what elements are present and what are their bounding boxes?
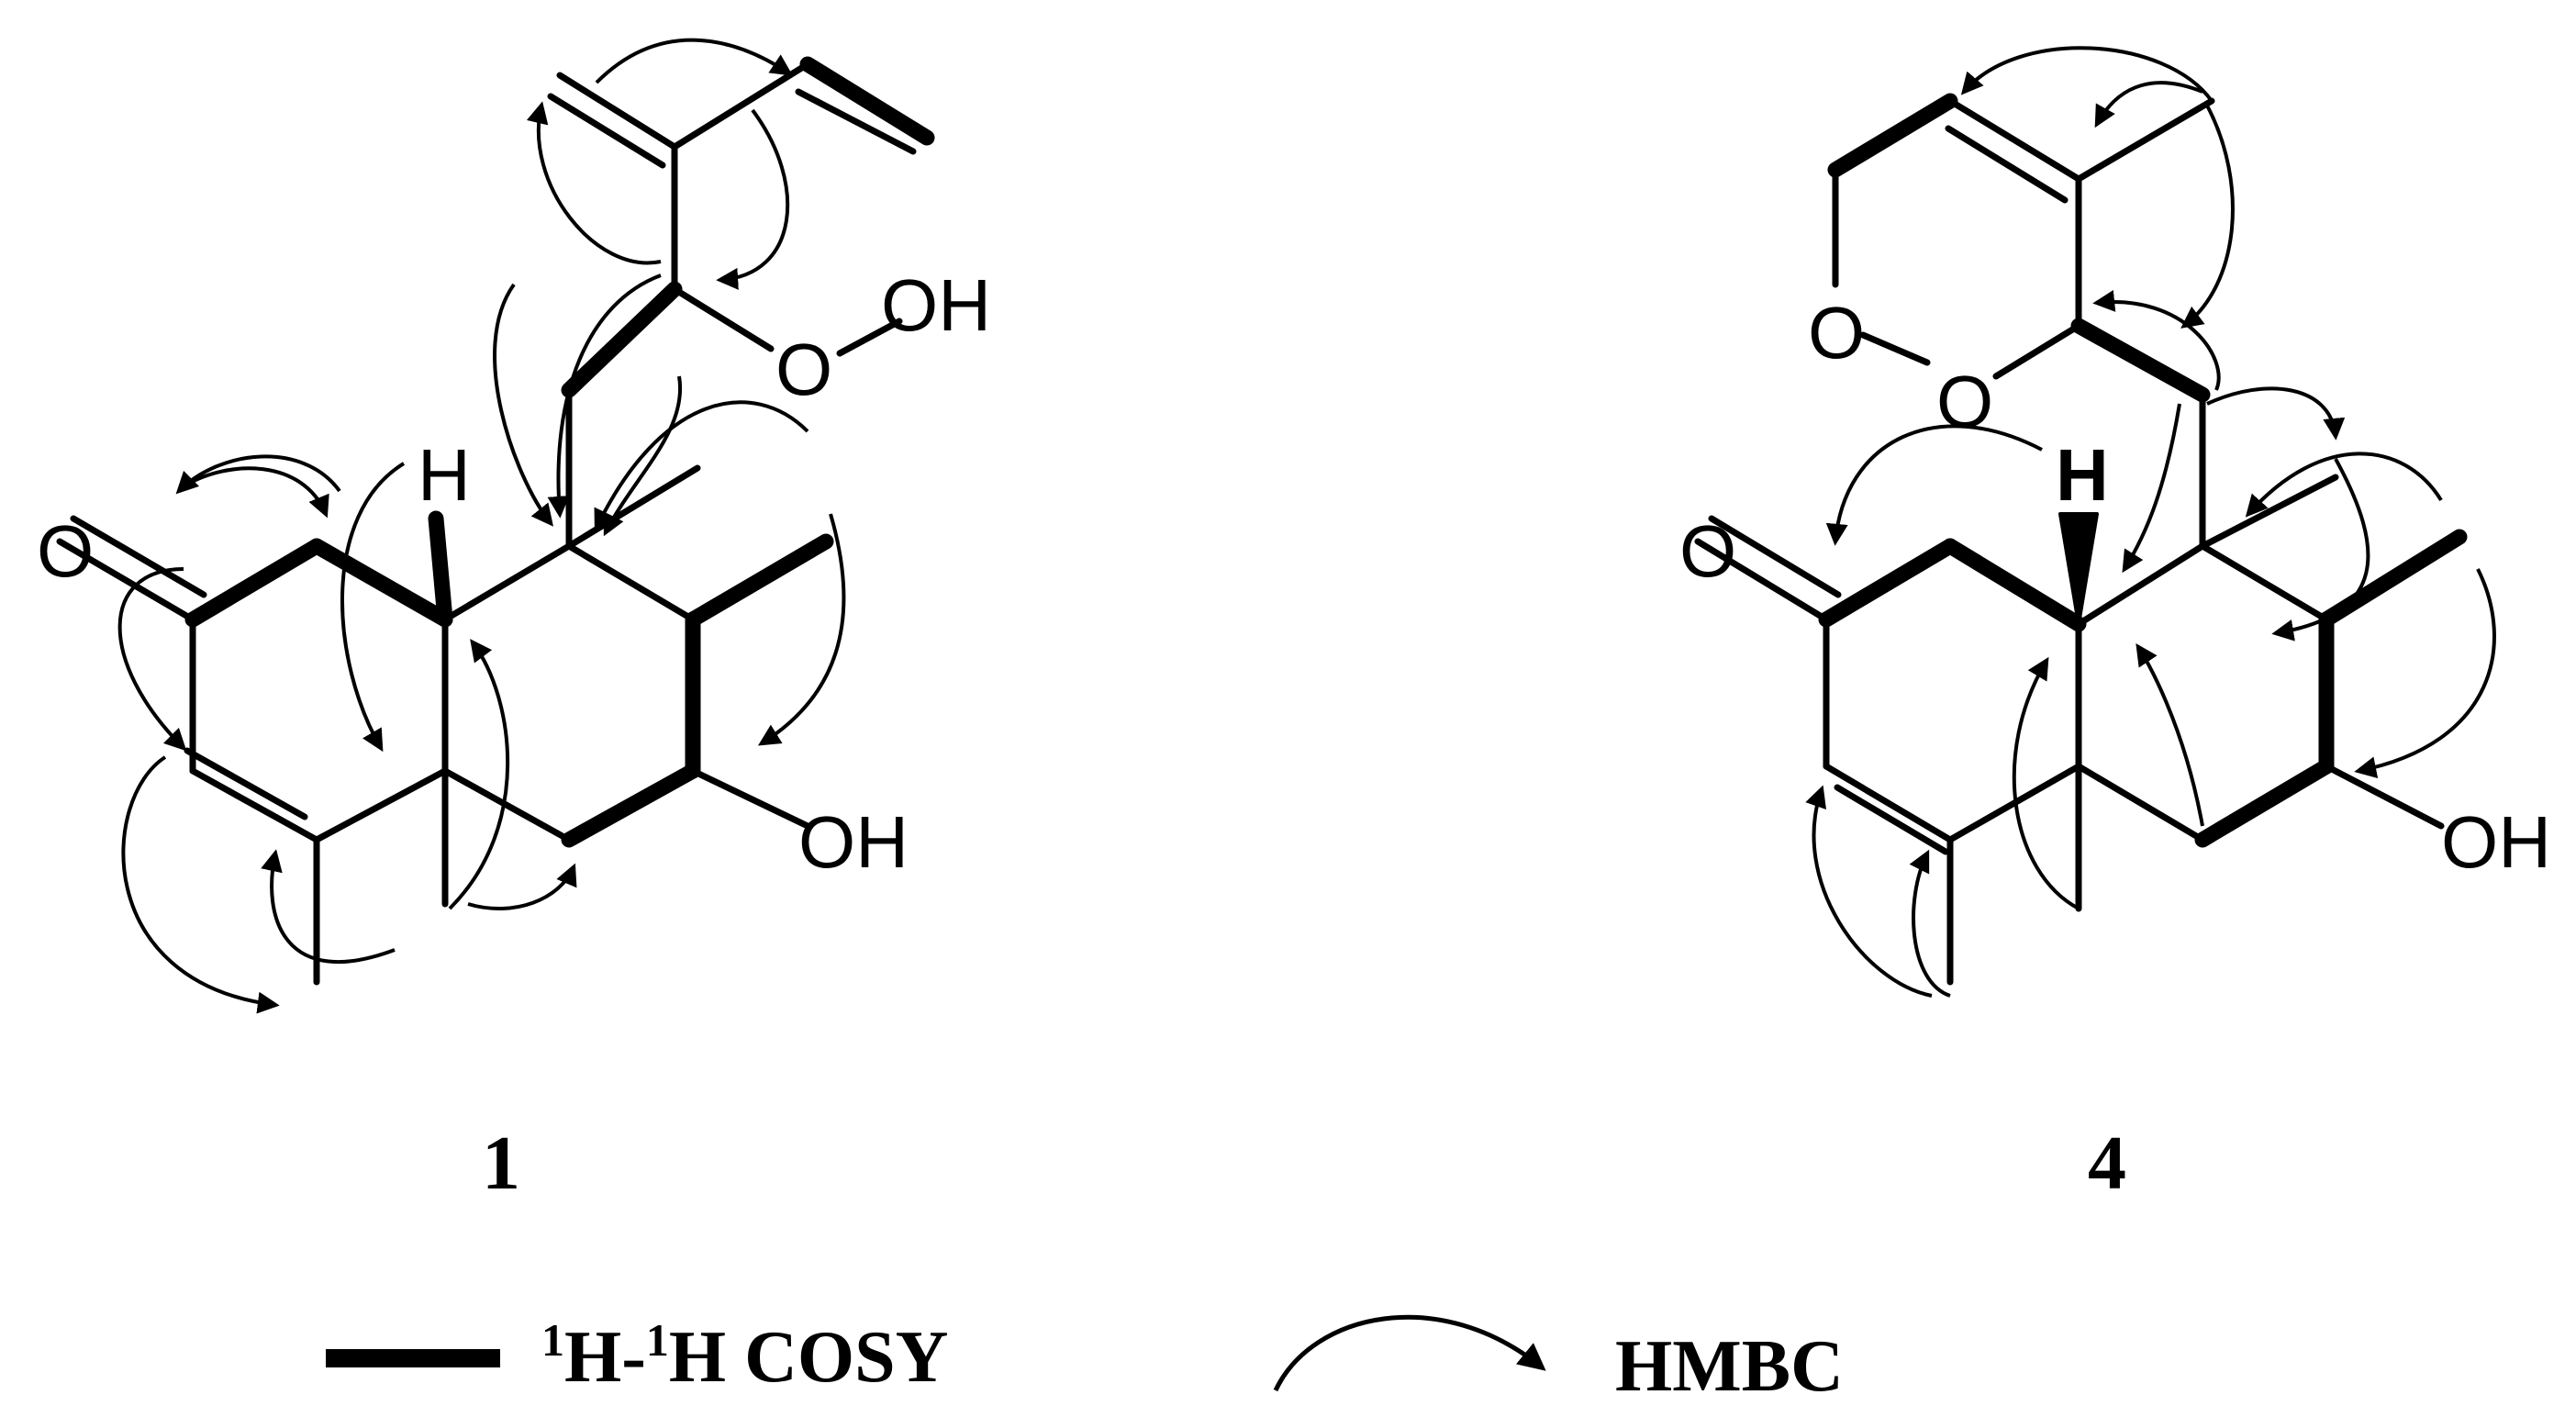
compound-4-hydroxyl: OH: [2441, 801, 2551, 883]
compound-4-cosy-bonds: [1818, 93, 2468, 848]
compound-4-oxo-oxygen: O: [1679, 510, 1736, 592]
legend: 1H-1H COSY HMBC: [326, 1314, 1844, 1406]
legend-cosy-text: 1H-1H COSY: [541, 1314, 948, 1398]
compound-1-labels: O O OH OH H: [37, 264, 991, 883]
compound-4-hydrogen: H: [2056, 434, 2109, 516]
compound-4-structure: [1694, 93, 2468, 986]
compound-4-label: 4: [2088, 1121, 2126, 1206]
compound-4-ring-oxygen-1: O: [1808, 292, 1865, 374]
compound-1-hmbc-arrows: [117, 38, 846, 1014]
compound-4-hmbc-arrows: [1805, 46, 2496, 998]
compound-1-thin-bonds: [56, 61, 917, 986]
compound-1-oxo-oxygen: O: [37, 510, 94, 592]
compound-4-labels: O O O OH H: [1679, 292, 2551, 883]
legend-cosy-sup1: 1: [541, 1314, 564, 1366]
compound-1-peroxide-oxygen: O: [775, 329, 832, 410]
legend-hmbc-arrow: [1273, 1314, 1546, 1392]
compound-1-cosy-bonds: [184, 56, 935, 848]
legend-cosy-h2: H COSY: [669, 1317, 949, 1398]
compound-1-hydrogen: H: [418, 434, 471, 516]
compound-1-label: 1: [482, 1121, 520, 1206]
compound-1-hydroperoxy-oh: OH: [881, 264, 991, 346]
legend-cosy-sup2: 1: [646, 1314, 669, 1366]
compound-4-wedge-bond: [2058, 512, 2099, 626]
compound-1-hydroxyl: OH: [798, 801, 909, 883]
legend-hmbc-text: HMBC: [1615, 1326, 1844, 1406]
legend-cosy-h1: H-: [564, 1317, 646, 1398]
